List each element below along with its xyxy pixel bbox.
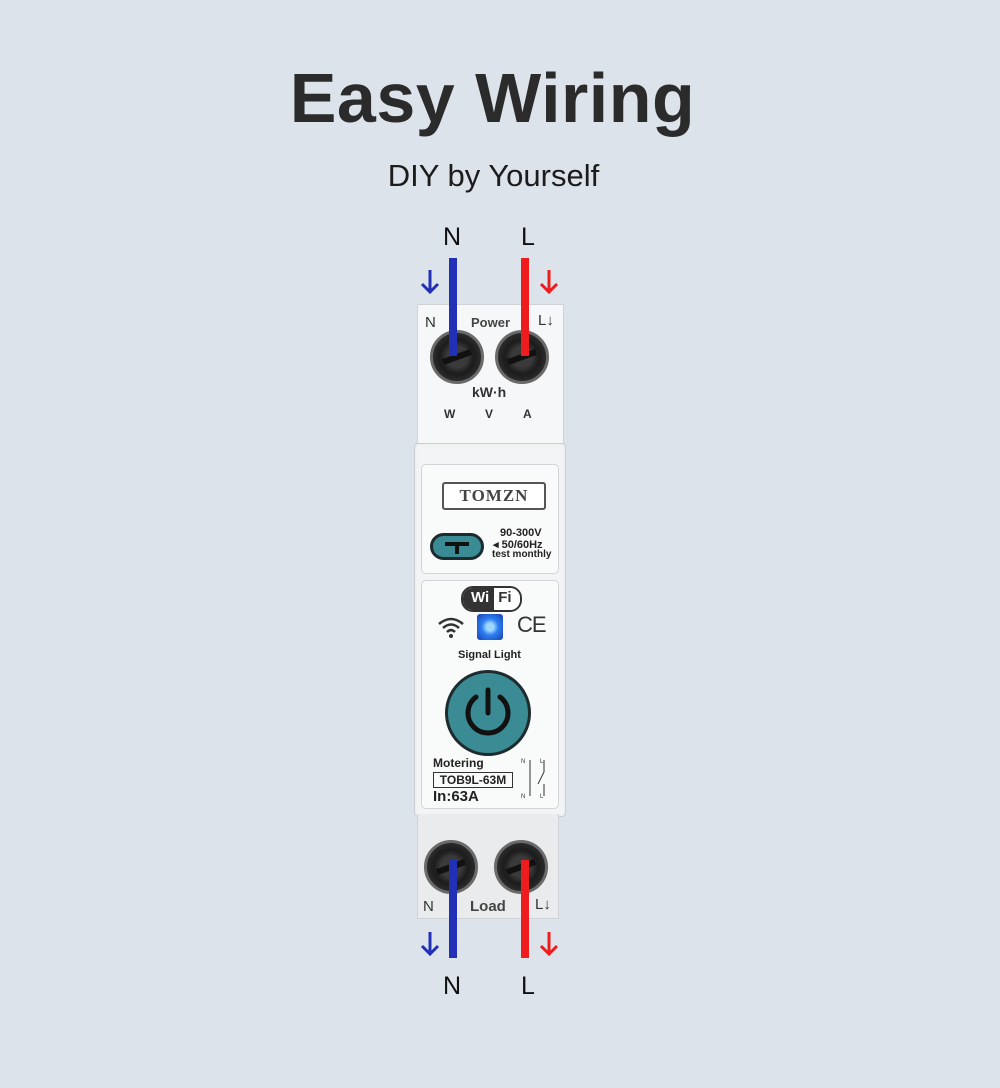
svg-text:L: L [540,759,544,765]
watt-marking: W [444,407,456,421]
current-rating: In:63A [433,788,479,805]
frequency-spec: ◂ 50/60Hz [493,539,543,551]
power-marking: Power [471,315,511,330]
bottom-live-wire [521,860,529,958]
metering-label: Motering [433,756,484,770]
top-l-marking: L↓ [538,312,554,329]
brand-logo: TOMZN [442,482,546,510]
top-n-marking: N [425,314,436,331]
neutral-down-arrow-icon-bottom [420,932,440,957]
svg-text:N: N [521,794,525,800]
signal-light-label: Signal Light [458,649,521,661]
volt-marking: V [485,407,494,421]
live-down-arrow-icon-bottom [539,932,559,957]
bottom-live-label: L [521,972,535,1000]
signal-light-led [477,614,503,640]
bottom-l-marking: L↓ [535,896,551,913]
test-monthly-note: test monthly [492,549,552,560]
ce-mark: CE [517,612,547,637]
wifi-logo: Wi Fi [461,586,522,612]
bottom-neutral-wire [449,860,457,958]
top-neutral-screw[interactable] [430,330,484,384]
svg-text:L: L [540,794,544,800]
page-title: Easy Wiring [289,59,696,137]
bottom-neutral-label: N [442,972,462,1000]
bottom-n-marking: N [423,898,434,915]
kwh-marking: kW·h [472,384,507,400]
circuit-diagram-icon: N L N L [521,759,545,800]
test-button[interactable] [430,533,484,560]
top-live-wire [521,258,529,356]
power-icon [465,687,511,736]
neutral-down-arrow-icon [420,270,440,295]
top-live-label: L [521,223,535,251]
voltage-spec: 90-300V [500,527,542,539]
top-neutral-wire [449,258,457,356]
amp-marking: A [523,407,532,421]
wifi-logo-wi: Wi [463,588,495,610]
model-number: TOB9L-63M [433,772,513,788]
page-subtitle: DIY by Yourself [387,158,600,193]
load-marking: Load [470,898,506,915]
wifi-signal-icon [438,617,464,638]
svg-text:N: N [521,759,525,765]
wifi-logo-fi: Fi [494,588,520,610]
top-neutral-label: N [442,223,462,251]
live-down-arrow-icon [539,270,559,295]
